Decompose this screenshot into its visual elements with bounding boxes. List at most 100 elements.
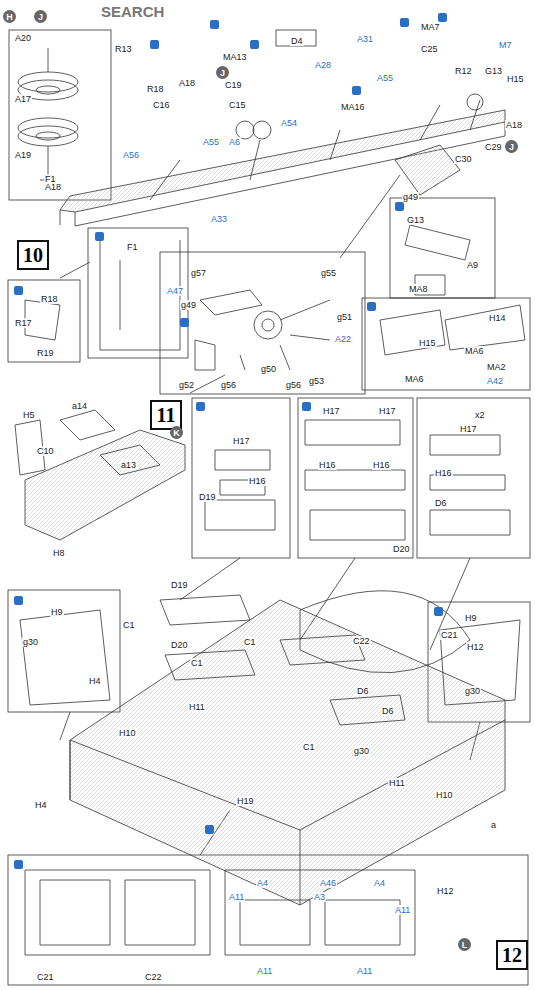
part-number: H17 — [232, 436, 251, 446]
part-number: C1 — [302, 742, 316, 752]
part-number: g30 — [353, 746, 370, 756]
part-number: A47 — [166, 286, 184, 296]
part-number: a14 — [71, 401, 88, 411]
part-number: C1 — [243, 637, 257, 647]
part-number: A3 — [313, 892, 326, 902]
part-number: H10 — [118, 728, 137, 738]
part-number: G13 — [484, 66, 503, 76]
part-number: R12 — [454, 66, 473, 76]
step-number: 10 — [17, 240, 49, 270]
part-number: C15 — [228, 100, 247, 110]
part-number: H10 — [435, 790, 454, 800]
part-number: D6 — [381, 706, 395, 716]
sheet-letter: J — [505, 140, 518, 153]
part-number: H14 — [488, 313, 507, 323]
node-text: J — [220, 68, 225, 78]
part-number: A11 — [394, 905, 411, 915]
part-number: A11 — [228, 892, 245, 902]
part-number: g56 — [220, 380, 237, 390]
part-number: H16 — [248, 476, 267, 486]
node-text: 11 — [157, 404, 176, 427]
part-number: R13 — [114, 44, 133, 54]
sheet-letter: K — [170, 426, 183, 439]
part-number: D6 — [356, 686, 370, 696]
part-number: C25 — [420, 44, 439, 54]
part-number: R18 — [40, 294, 59, 304]
part-number: MA8 — [408, 284, 429, 294]
part-number: MA6 — [404, 374, 425, 384]
part-number: A28 — [314, 60, 332, 70]
part-number: F1 — [44, 174, 57, 184]
sheet-letter: L — [458, 938, 471, 951]
part-number: A18 — [178, 78, 196, 88]
part-number: MA7 — [420, 22, 441, 32]
part-number: H17 — [459, 424, 478, 434]
node-text: L — [462, 940, 468, 950]
part-number: C30 — [454, 154, 473, 164]
part-number: D20 — [392, 544, 411, 554]
part-number: MA6 — [464, 346, 485, 356]
watermark: SEARCH — [100, 4, 165, 20]
part-number: g49 — [402, 192, 419, 202]
part-number: H11 — [188, 702, 206, 712]
part-number: g50 — [260, 364, 277, 374]
part-number: C16 — [152, 100, 171, 110]
part-number: H11 — [388, 778, 406, 788]
part-number: R19 — [36, 348, 55, 358]
part-number: A42 — [486, 376, 504, 386]
part-number: g53 — [308, 376, 325, 386]
part-number: A31 — [356, 34, 374, 44]
part-number: D4 — [290, 36, 304, 46]
part-number: A9 — [466, 260, 479, 270]
part-number: g52 — [178, 380, 195, 390]
part-number: A46 — [319, 878, 337, 888]
part-number: M7 — [498, 40, 513, 50]
part-number: A55 — [376, 73, 394, 83]
part-number: A56 — [122, 150, 140, 160]
part-number: H9 — [464, 613, 478, 623]
part-number: a13 — [120, 460, 137, 470]
part-number: H19 — [236, 796, 255, 806]
part-number: C1 — [190, 658, 204, 668]
part-number: H17 — [322, 406, 341, 416]
node-text: H — [6, 12, 13, 22]
part-number: F1 — [126, 242, 139, 252]
part-number: H12 — [466, 642, 485, 652]
part-number: R18 — [146, 84, 165, 94]
sheet-letter: J — [34, 10, 47, 23]
part-number: C29 — [484, 142, 503, 152]
part-number: H15 — [418, 338, 437, 348]
part-number: g57 — [190, 268, 207, 278]
part-number: A20 — [14, 33, 32, 43]
node-text: 12 — [502, 944, 522, 967]
part-number: C21 — [36, 972, 55, 982]
part-number: C19 — [224, 80, 243, 90]
part-number: H16 — [434, 468, 453, 478]
part-number: C22 — [144, 972, 163, 982]
node-text: J — [38, 12, 43, 22]
part-number: H12 — [436, 886, 455, 896]
part-number: MA2 — [486, 362, 507, 372]
part-number: D19 — [170, 580, 189, 590]
part-number: D6 — [434, 498, 448, 508]
part-number: A6 — [228, 137, 241, 147]
part-number: A17 — [14, 94, 32, 104]
part-number: H9 — [50, 607, 64, 617]
part-number: C21 — [440, 630, 459, 640]
part-number: A19 — [14, 150, 32, 160]
part-number: g49 — [180, 300, 197, 310]
part-number: G13 — [406, 215, 425, 225]
part-number: A22 — [334, 334, 352, 344]
part-number: A33 — [210, 214, 228, 224]
node-text: K — [173, 428, 180, 438]
part-number: A55 — [202, 137, 220, 147]
part-number: g30 — [22, 637, 39, 647]
part-number: A11 — [256, 966, 273, 976]
part-number: a — [490, 820, 497, 830]
part-number: D20 — [170, 640, 189, 650]
part-number: H17 — [378, 406, 397, 416]
part-number: D19 — [198, 492, 217, 502]
part-number: C1 — [122, 620, 136, 630]
